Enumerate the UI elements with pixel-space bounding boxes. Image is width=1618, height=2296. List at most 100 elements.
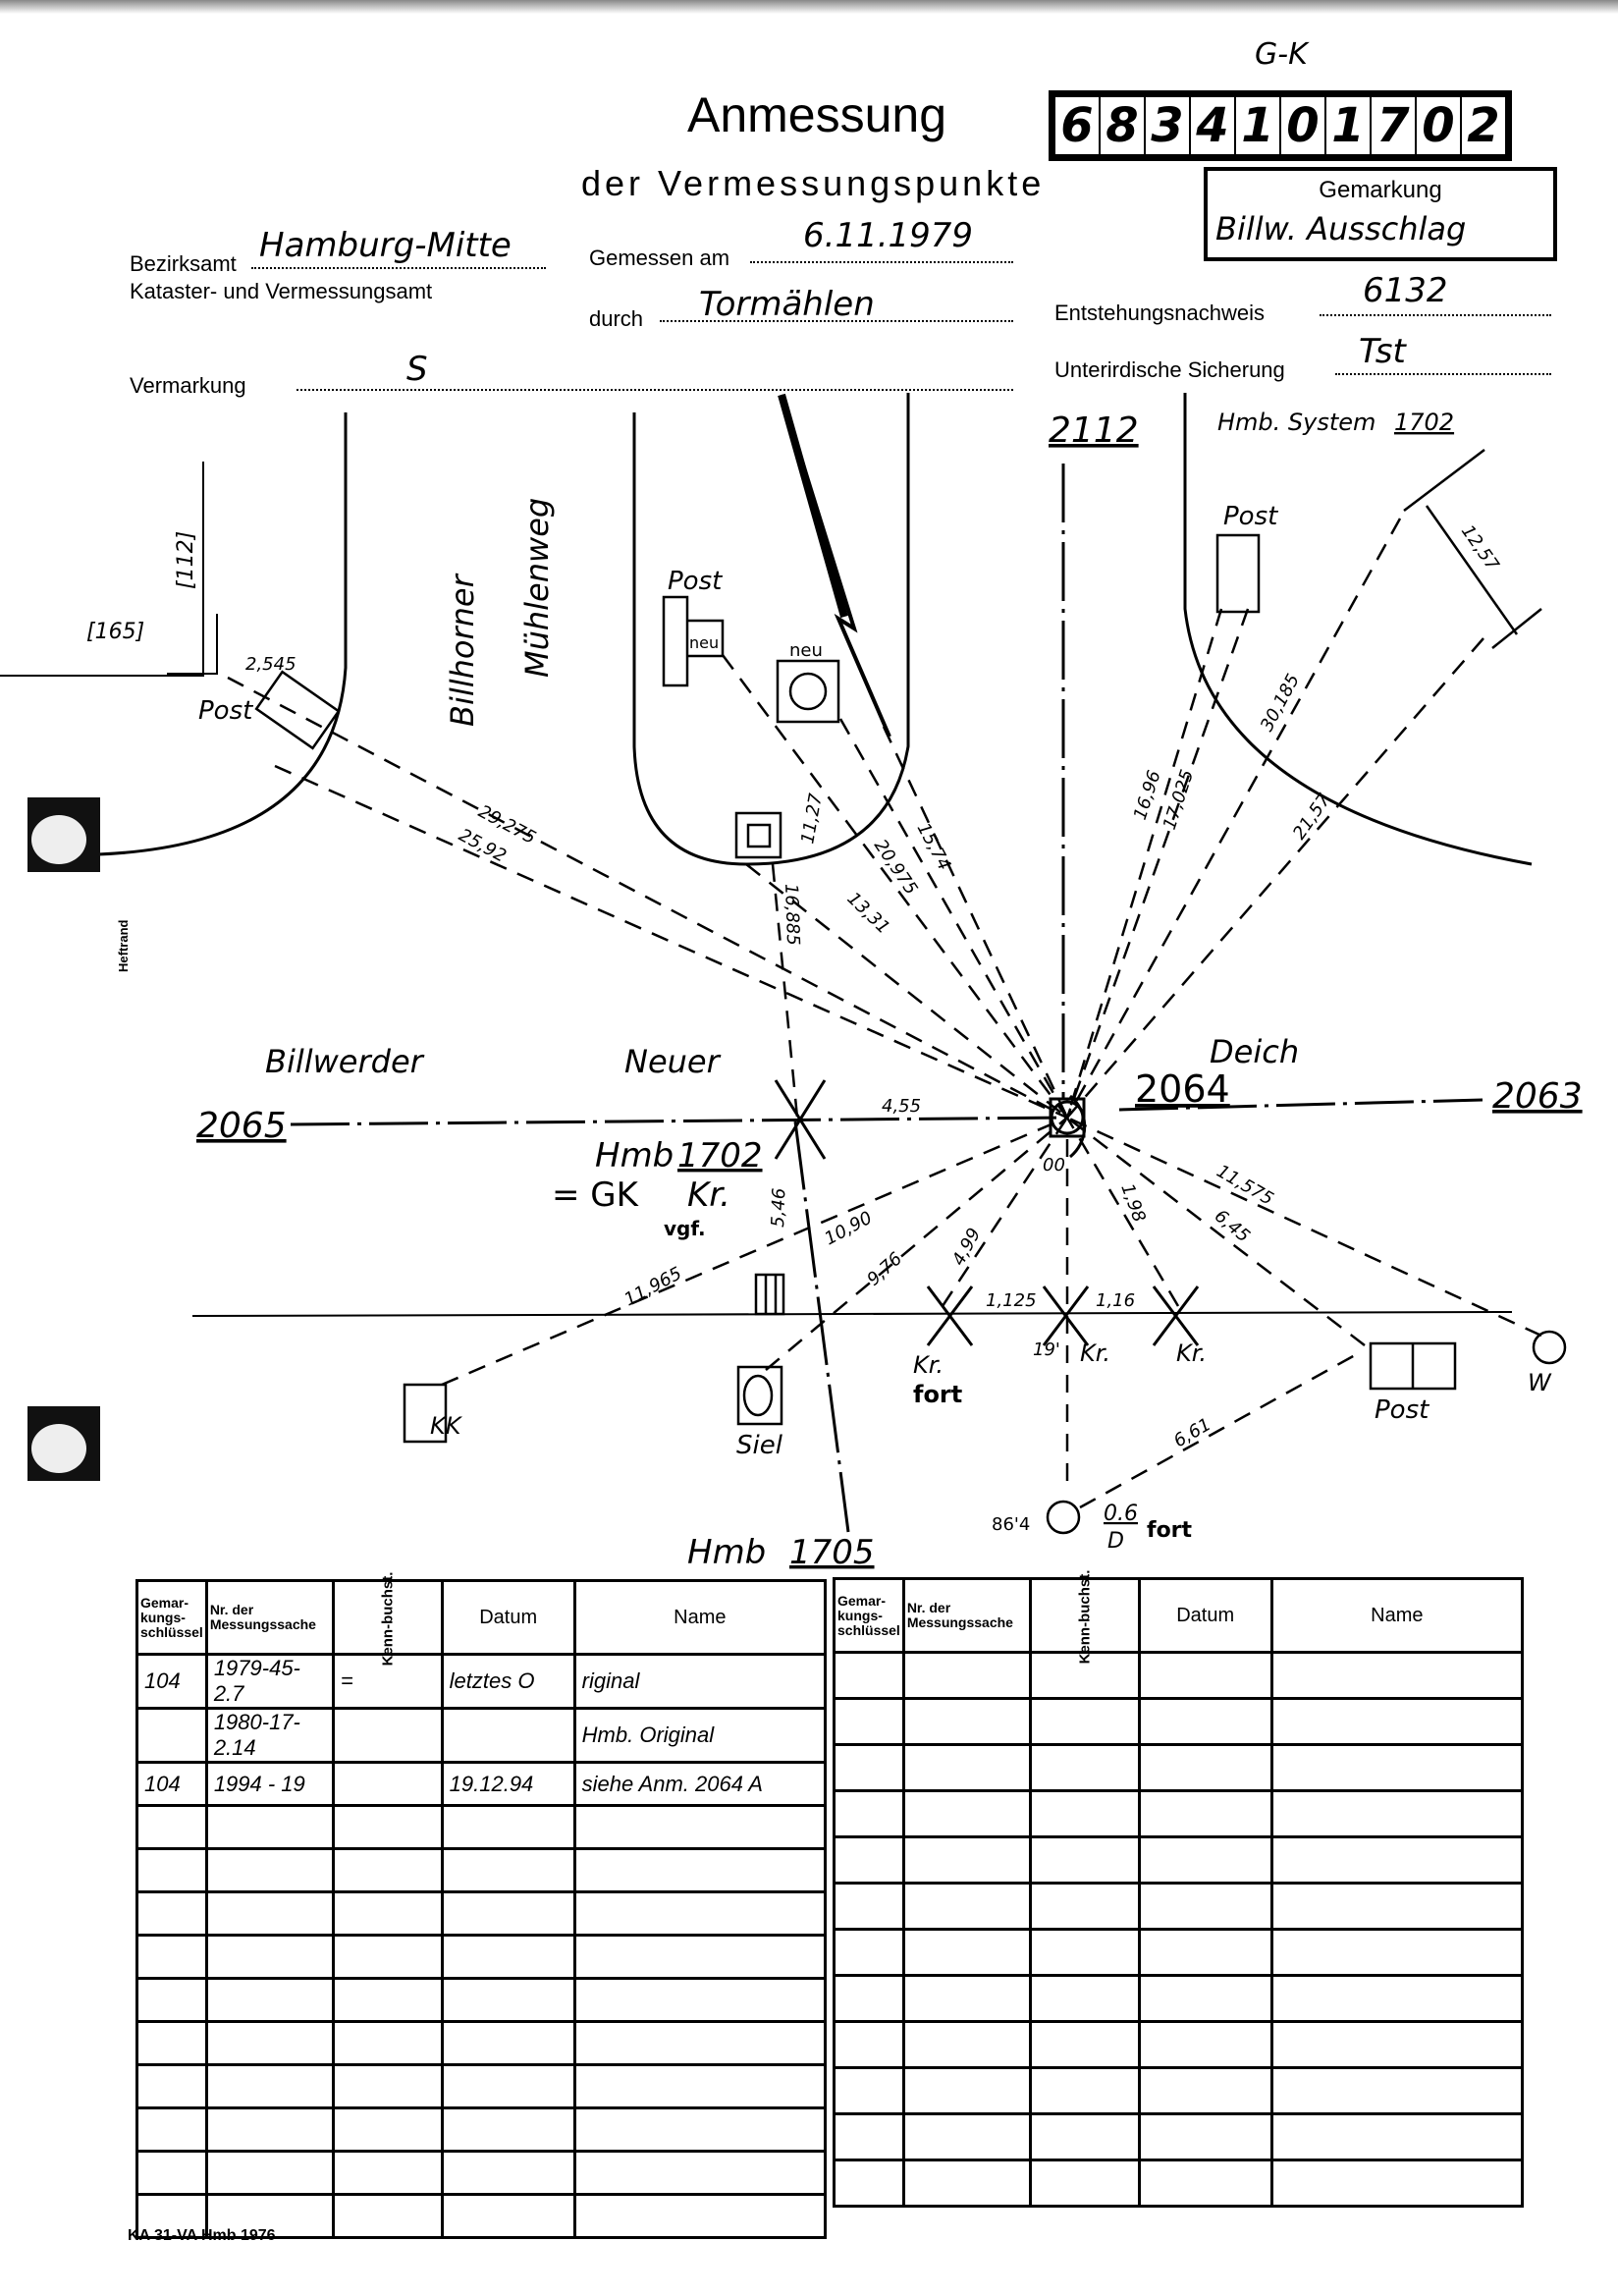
table-cell: siehe Anm. 2064 A <box>572 1761 828 1807</box>
d864-label: 86'4 <box>992 1514 1030 1535</box>
vgf-label: vgf. <box>664 1217 706 1240</box>
table-cell <box>572 1847 828 1893</box>
bracket-112: [112] <box>174 531 198 589</box>
table-cell <box>135 2106 208 2153</box>
table-row <box>833 2112 1525 2161</box>
point-number-digit: 4 <box>1189 97 1234 154</box>
axis-2063 <box>1118 1098 1483 1112</box>
entstehung-label: Entstehungsnachweis <box>1054 301 1266 325</box>
table-cell <box>833 1789 905 1838</box>
table-cell <box>331 1934 444 1980</box>
table-cell <box>204 2020 335 2066</box>
table-row <box>833 1882 1525 1931</box>
gemessen-am-value: 6.11.1979 <box>803 216 974 255</box>
kataster-label: Kataster- und Vermessungsamt <box>130 279 433 303</box>
table-cell <box>572 2150 828 2196</box>
siel-label: Siel <box>736 1431 783 1460</box>
point-number-digit: 8 <box>1099 97 1144 154</box>
table-cell: 104 <box>135 1653 208 1710</box>
axis-1705 <box>793 1121 850 1533</box>
post-label: Post <box>668 567 723 596</box>
measurement: 1,125 <box>986 1290 1037 1311</box>
table-cell <box>572 2193 828 2239</box>
gemarkung-box: Gemarkung Billw. Ausschlag <box>1204 167 1557 261</box>
table-cell <box>135 1847 208 1893</box>
table-row <box>135 2063 828 2109</box>
entstehung-line <box>1320 314 1551 316</box>
table-cell <box>135 2020 208 2066</box>
table-cell <box>204 1804 335 1850</box>
fort-frac-den: D <box>1107 1529 1124 1554</box>
page-subtitle: der Vermessungspunkte <box>581 163 1046 203</box>
table-cell <box>833 1928 905 1977</box>
table-cell <box>1269 2066 1525 2115</box>
table-cell <box>1269 1743 1525 1792</box>
table-cell <box>1137 2020 1273 2069</box>
table-row <box>833 1928 1525 1977</box>
gemessen-am-line <box>750 261 1013 263</box>
fort-label: fort <box>1147 1518 1193 1543</box>
table-cell <box>901 2112 1032 2161</box>
table-cell <box>331 2063 444 2109</box>
records-table-left: Gemar-kungs-schlüssel Nr. der Messungssa… <box>135 1571 828 2239</box>
point-2065-label: 2065 <box>196 1106 287 1146</box>
table-cell: riginal <box>572 1653 828 1710</box>
punch-hole <box>27 797 100 872</box>
table-cell <box>1028 1743 1141 1792</box>
table-cell <box>204 2063 335 2109</box>
fort-frac-num: 0.6 <box>1104 1502 1138 1526</box>
table-row <box>135 2106 828 2153</box>
table-cell <box>901 1928 1032 1977</box>
kr-label: Kr. <box>687 1175 730 1215</box>
table-row <box>135 2193 828 2239</box>
punch-hole <box>27 1406 100 1481</box>
measurement: 1,98 <box>1116 1181 1149 1226</box>
records-table-right: Gemar-kungs-schlüssel Nr. der Messungssa… <box>833 1569 1525 2208</box>
table-cell <box>901 2020 1032 2069</box>
hmb-1702-a: Hmb <box>595 1136 674 1175</box>
table-cell <box>833 1651 905 1700</box>
scan-edge <box>0 0 1618 14</box>
table-cell <box>204 2193 335 2239</box>
table-row <box>833 1743 1525 1792</box>
post-box <box>254 670 341 750</box>
table-cell <box>1269 1974 1525 2023</box>
hmb-system-value: 1702 <box>1394 409 1454 436</box>
bezirksamt-line <box>251 267 546 269</box>
table-cell <box>135 2063 208 2109</box>
vermarkung-line <box>297 389 1013 391</box>
point-number-digit: 7 <box>1370 97 1415 154</box>
table-cell <box>1137 1651 1273 1700</box>
table-cell <box>440 2193 576 2239</box>
measurement: 13,31 <box>843 888 894 938</box>
axis-2065 <box>290 1116 1071 1126</box>
table-cell <box>204 2106 335 2153</box>
point-2064-label: 2064 <box>1135 1067 1230 1111</box>
table-cell <box>204 1977 335 2023</box>
table-cell <box>901 1789 1032 1838</box>
kr-fort-a: Kr. <box>913 1351 944 1379</box>
point-2063-label: 2063 <box>1492 1076 1583 1117</box>
hmb-system-label: Hmb. System <box>1217 409 1375 436</box>
street-muehlenweg: Mühlenweg <box>518 498 556 678</box>
gemarkung-value: Billw. Ausschlag <box>1215 210 1467 247</box>
table-cell <box>331 1707 444 1764</box>
measurement-rays <box>227 518 1542 1509</box>
table-cell <box>901 1974 1032 2023</box>
table-cell <box>901 1743 1032 1792</box>
table-cell <box>1269 1651 1525 1700</box>
measurement: 2,545 <box>245 654 297 675</box>
table-cell <box>1137 1882 1273 1931</box>
street-deich: Deich <box>1210 1033 1299 1070</box>
gemarkung-label: Gemarkung <box>1319 177 1442 203</box>
durch-label: durch <box>589 306 644 331</box>
table-cell: 104 <box>135 1761 208 1807</box>
table-cell <box>1028 1928 1141 1977</box>
sicherung-label: Unterirdische Sicherung <box>1054 357 1285 382</box>
table-cell <box>1028 1651 1141 1700</box>
measurement: 4,55 <box>882 1096 921 1117</box>
table-row <box>135 1804 828 1850</box>
kk-label: KK <box>430 1412 463 1440</box>
